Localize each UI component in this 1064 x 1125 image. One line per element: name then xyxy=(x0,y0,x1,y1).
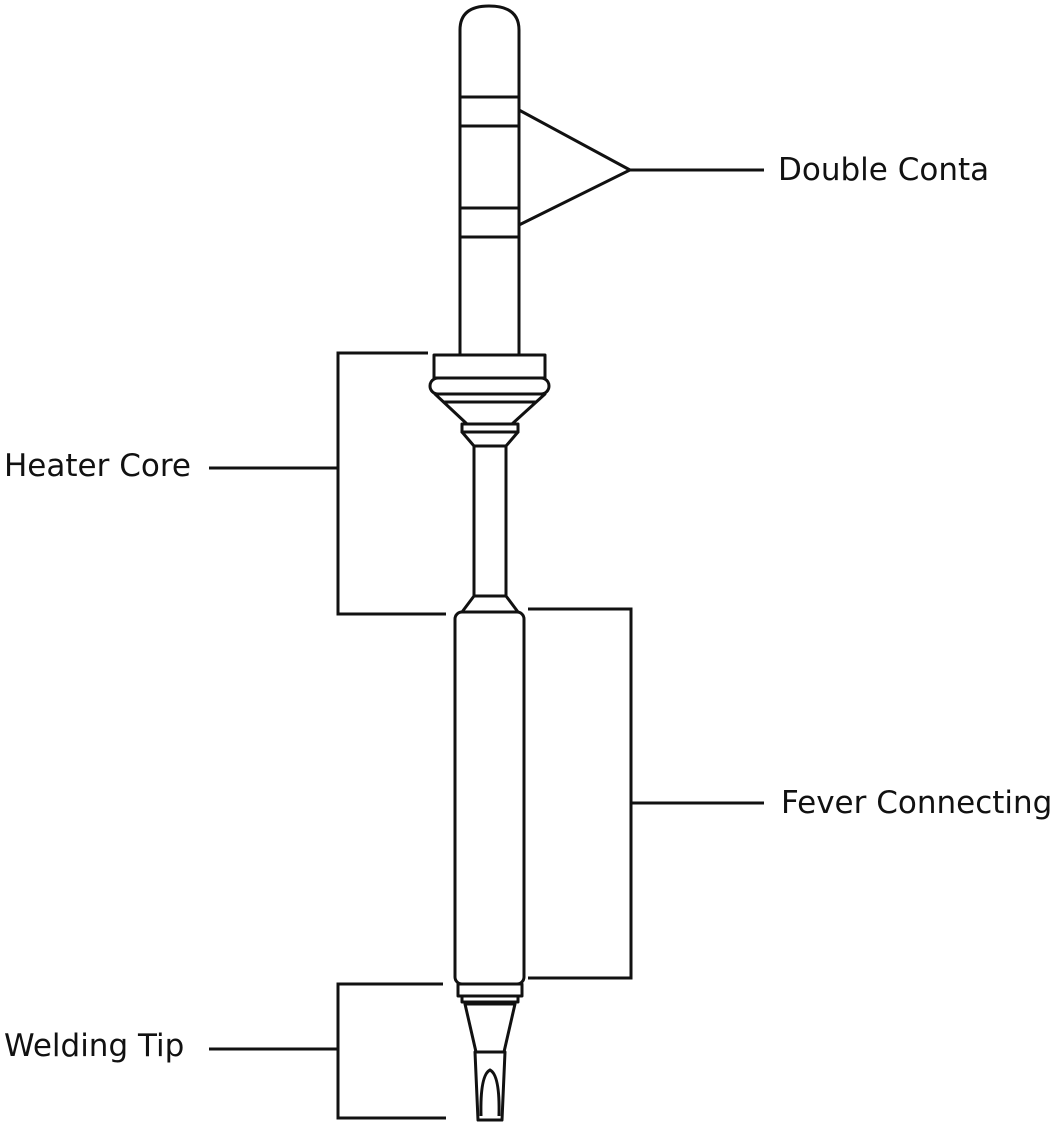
heater-core-bracket xyxy=(209,351,446,616)
double-contact-label: Double Conta xyxy=(778,152,990,188)
heater-rod xyxy=(460,444,520,614)
heater-core-label: Heater Core xyxy=(4,448,191,484)
welding-tip-label: Welding Tip xyxy=(4,1028,185,1064)
connecting-tube xyxy=(453,610,526,1004)
fever-connecting-label: Fever Connecting xyxy=(781,785,1053,821)
welding-tip xyxy=(463,1002,517,1122)
plug-shaft xyxy=(458,4,521,357)
fever-connecting-bracket xyxy=(528,607,764,980)
welding-tip-bracket xyxy=(209,982,446,1120)
collar xyxy=(428,353,551,448)
double-contact-leader xyxy=(518,108,764,227)
